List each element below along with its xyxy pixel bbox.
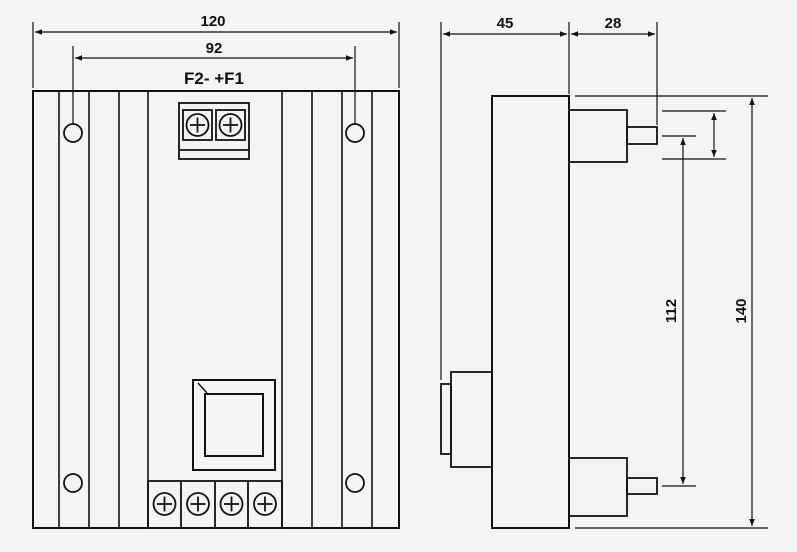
mounting-hole-icon [63, 123, 83, 143]
mounting-hole-icon [345, 123, 365, 143]
dim-label-stud-spacing: 112 [663, 299, 680, 323]
dim-label-width: 120 [200, 13, 225, 30]
bottom-stud [568, 457, 658, 517]
screw-terminal-icon [218, 113, 243, 137]
dimension-depth [440, 22, 658, 380]
dim-label-stud-length: 28 [605, 15, 622, 32]
terminal-polarity-label: F2- +F1 [184, 69, 244, 88]
top-terminal-block [178, 102, 250, 160]
dim-label-height: 140 [733, 298, 750, 323]
dimension-width [32, 22, 400, 88]
top-stud [568, 109, 658, 163]
mounting-hole-icon [63, 473, 83, 493]
dimension-stud-spacing [662, 135, 696, 487]
rear-connector [440, 371, 493, 468]
screw-terminal-icon [253, 492, 277, 516]
mounting-hole-icon [345, 473, 365, 493]
dimension-stud-diameter [662, 110, 726, 160]
screw-terminal-icon [185, 113, 210, 137]
screw-terminal-icon [186, 492, 210, 516]
dimension-hole-spacing [72, 46, 356, 124]
side-body-outline [491, 95, 570, 529]
mounting-holes [63, 123, 365, 493]
heatsink-fins [58, 91, 373, 528]
dim-label-hole-spacing: 92 [206, 40, 223, 57]
dimension-height [575, 95, 768, 529]
front-view [32, 22, 400, 529]
screw-terminal-icon [152, 492, 177, 516]
front-body-outline [32, 90, 400, 529]
screw-terminal-icon [219, 492, 244, 516]
dim-label-depth: 45 [497, 15, 514, 32]
bottom-terminal-strip [147, 480, 283, 529]
side-view [440, 22, 768, 529]
center-connector [192, 379, 276, 471]
